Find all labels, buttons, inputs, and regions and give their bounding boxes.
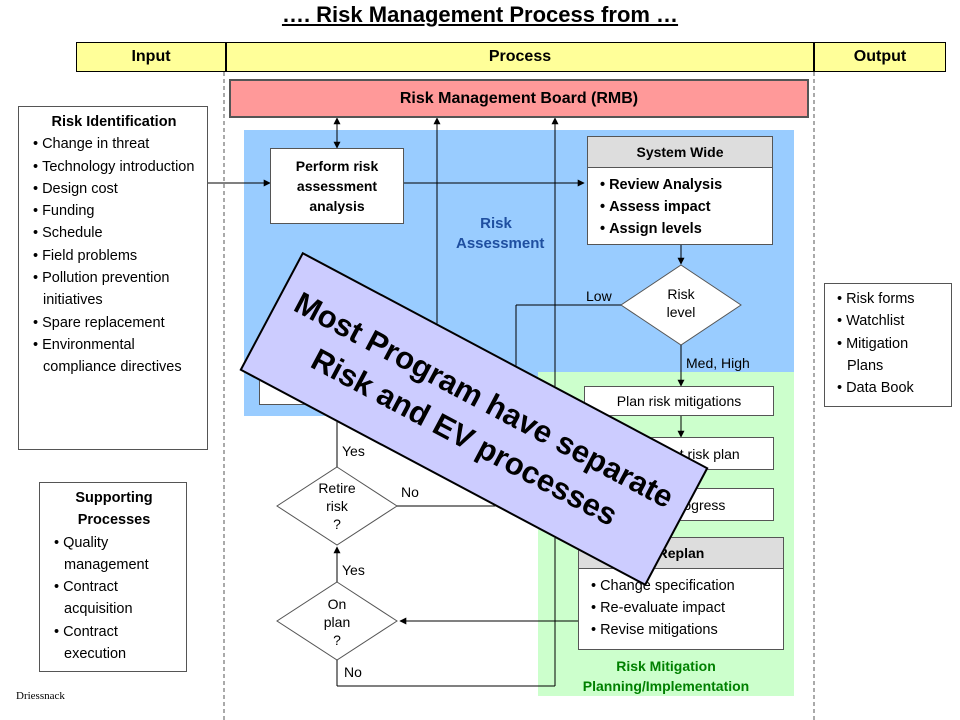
list-item: Review Analysis xyxy=(592,174,768,196)
on-plan-line2: plan xyxy=(323,614,351,630)
list-item: Funding xyxy=(25,200,203,222)
on-plan-line3: ? xyxy=(333,632,341,648)
risk-level-line1: Risk xyxy=(667,286,695,302)
footer-author: Driessnack xyxy=(16,690,65,702)
list-item: Schedule xyxy=(25,222,203,244)
list-item: Watchlist xyxy=(829,310,947,332)
list-item: Mitigation Plans xyxy=(829,333,947,378)
no-label-retire: No xyxy=(401,484,419,500)
rmb-box: Risk Management Board (RMB) xyxy=(229,79,809,118)
list-item: Field problems xyxy=(25,245,203,267)
list-item: Data Book xyxy=(829,377,947,399)
retire-risk-line1: Retire xyxy=(318,480,356,496)
risk-assessment-label: Risk Assessment xyxy=(456,215,545,252)
list-item: Revise mitigations xyxy=(583,619,779,641)
outputs-list: Risk forms Watchlist Mitigation Plans Da… xyxy=(829,288,947,399)
low-label: Low xyxy=(586,288,612,304)
no-label-onplan: No xyxy=(344,664,362,680)
risk-level-line2: level xyxy=(666,304,696,320)
retire-risk-line2: risk xyxy=(326,498,348,514)
risk-identification-list: Change in threat Technology introduction… xyxy=(25,133,203,378)
list-item: Contract execution xyxy=(46,621,182,666)
output-header: Output xyxy=(814,42,946,72)
yes-label-retire: Yes xyxy=(342,443,365,459)
risk-mitigation-line1: Risk Mitigation xyxy=(616,658,716,674)
med-high-label: Med, High xyxy=(686,355,750,371)
on-plan-line1: On xyxy=(327,596,347,612)
page-title: …. Risk Management Process from … xyxy=(281,2,679,27)
system-wide-box: System Wide Review Analysis Assess impac… xyxy=(587,136,773,245)
retire-risk-diamond: Retire risk ? xyxy=(297,479,377,533)
list-item: Environmental compliance directives xyxy=(25,334,203,379)
risk-mitigation-line2: Planning/Implementation xyxy=(582,678,750,694)
list-item: Re-evaluate impact xyxy=(583,597,779,619)
replan-list: Change specification Re-evaluate impact … xyxy=(579,569,783,641)
supporting-processes-list: Quality management Contract acquisition … xyxy=(46,532,182,666)
risk-mitigation-label: Risk Mitigation Planning/Implementation xyxy=(538,656,794,696)
list-item: Change specification xyxy=(583,575,779,597)
list-item: Assess impact xyxy=(592,196,768,218)
retire-risk-line3: ? xyxy=(333,516,341,532)
system-wide-list: Review Analysis Assess impact Assign lev… xyxy=(588,168,772,240)
list-item: Risk forms xyxy=(829,288,947,310)
list-item: Quality management xyxy=(46,532,182,577)
outputs-box: Risk forms Watchlist Mitigation Plans Da… xyxy=(824,283,952,407)
yes-label-onplan: Yes xyxy=(342,562,365,578)
supporting-processes-box: Supporting Processes Quality management … xyxy=(39,482,187,672)
list-item: Technology introduction xyxy=(25,156,203,178)
input-header: Input xyxy=(76,42,226,72)
system-wide-title: System Wide xyxy=(588,137,772,168)
risk-level-diamond: Risk level xyxy=(641,285,721,321)
process-header: Process xyxy=(226,42,814,72)
perform-assessment-box: Perform risk assessment analysis xyxy=(270,148,404,224)
list-item: Contract acquisition xyxy=(46,576,182,621)
list-item: Change in threat xyxy=(25,133,203,155)
risk-identification-title: Risk Identification xyxy=(51,114,177,130)
risk-identification-box: Risk Identification Change in threat Tec… xyxy=(18,106,208,450)
list-item: Spare replacement xyxy=(25,312,203,334)
on-plan-diamond: On plan ? xyxy=(297,595,377,649)
supporting-processes-title: Supporting Processes xyxy=(75,490,153,529)
list-item: Assign levels xyxy=(592,218,768,240)
list-item: Pollution prevention initiatives xyxy=(25,267,203,312)
plan-mitigations-box: Plan risk mitigations xyxy=(584,386,774,416)
list-item: Design cost xyxy=(25,178,203,200)
